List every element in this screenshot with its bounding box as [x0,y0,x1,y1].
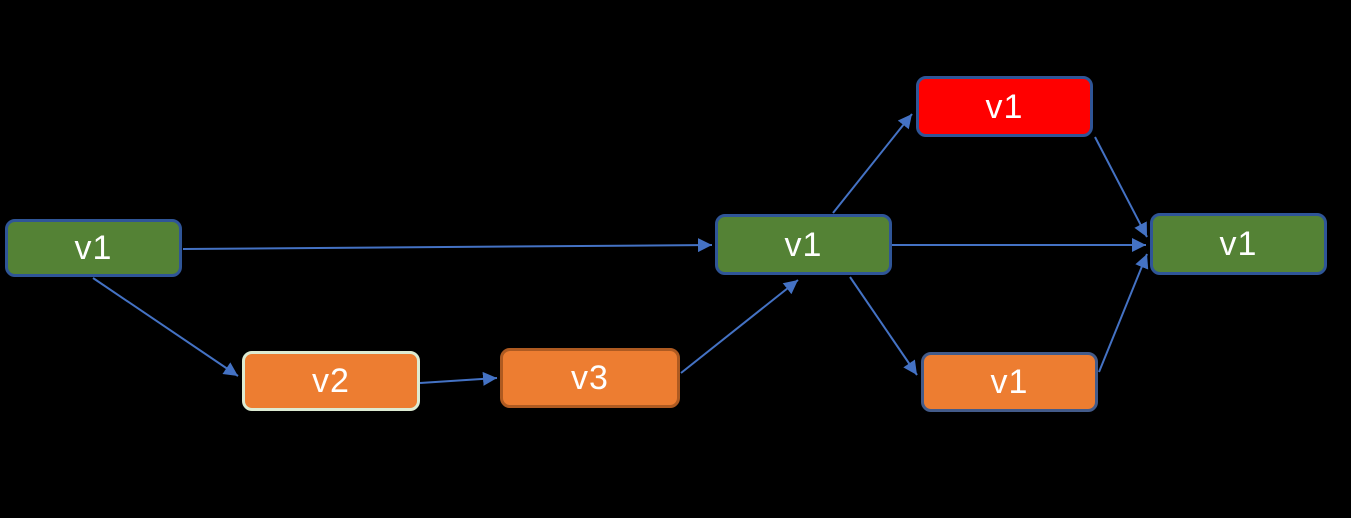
edge-v3-to-v1-center [680,279,799,374]
node-label: v2 [312,362,350,400]
node-label: v1 [74,229,113,267]
node-v2[interactable]: v2 [242,351,420,411]
edge-v1-left-to-v2 [92,277,239,377]
node-label: v1 [985,87,1024,126]
edge-v1-center-to-v1-orange [849,276,918,376]
edge-v1-red-to-v1-right [1094,136,1148,238]
edge-v1-left-to-v1-center [182,238,713,253]
node-v3[interactable]: v3 [500,348,680,408]
node-label: v3 [571,359,609,397]
node-v1-left[interactable]: v1 [5,219,182,277]
node-label: v1 [784,225,823,264]
edge-v1-orange-to-v1-right [1098,253,1149,373]
node-v1-orange[interactable]: v1 [921,352,1098,412]
edge-v2-to-v3 [419,371,498,386]
edge-v1-center-to-v1-red [832,113,913,214]
node-v1-right[interactable]: v1 [1150,213,1327,275]
node-v1-center[interactable]: v1 [715,214,892,275]
node-label: v1 [1219,225,1258,263]
node-label: v1 [990,363,1029,401]
node-v1-red[interactable]: v1 [916,76,1093,137]
